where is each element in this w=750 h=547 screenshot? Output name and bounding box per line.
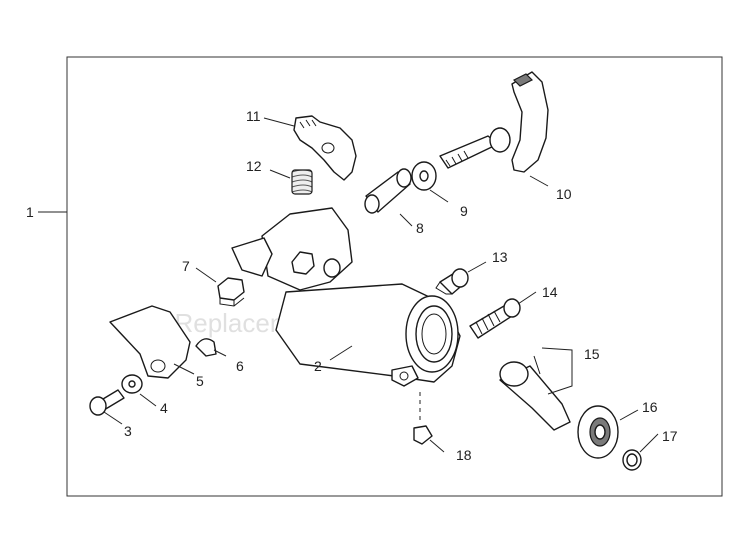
callout-15: 15 [584,346,600,362]
part-16-bearing [577,405,619,459]
part-4-washer [121,374,143,394]
callout-18: 18 [456,447,472,463]
callout-1: 1 [26,204,34,220]
part-15-spindle [499,355,571,431]
part-18-plate [413,425,433,445]
callout-11: 11 [246,108,261,124]
callout-5: 5 [196,373,204,389]
callout-12: 12 [246,158,262,174]
part-9-washer [411,161,437,191]
part-3-bolt [89,389,125,416]
callout-9: 9 [460,203,468,219]
callout-labels: 1 11 12 7 6 5 4 3 2 10 9 8 13 14 15 16 1… [26,108,678,463]
callout-4: 4 [160,400,168,416]
part-6-clip [195,338,217,357]
part-14-screw [469,298,521,339]
callout-8: 8 [416,220,424,236]
part-12-spring [291,169,313,195]
callout-10: 10 [556,186,572,202]
callout-17: 17 [662,428,678,444]
part-11-latch-plate [293,115,357,181]
callout-2: 2 [314,358,322,374]
part-13-bolt [435,268,469,295]
callout-13: 13 [492,249,508,265]
callout-16: 16 [642,399,658,415]
part-10-t-handle [439,71,549,173]
part-8-sleeve [364,168,412,214]
callout-3: 3 [124,423,132,439]
callout-7: 7 [182,258,190,274]
diagram-frame [66,56,723,497]
callout-6: 6 [236,358,244,374]
part-5-bracket [109,305,191,379]
leader-lines [38,117,659,453]
callout-14: 14 [542,284,558,300]
part-2-gear-case [231,207,461,387]
part-7-nut [217,277,245,307]
part-17-snap-ring [622,449,642,471]
